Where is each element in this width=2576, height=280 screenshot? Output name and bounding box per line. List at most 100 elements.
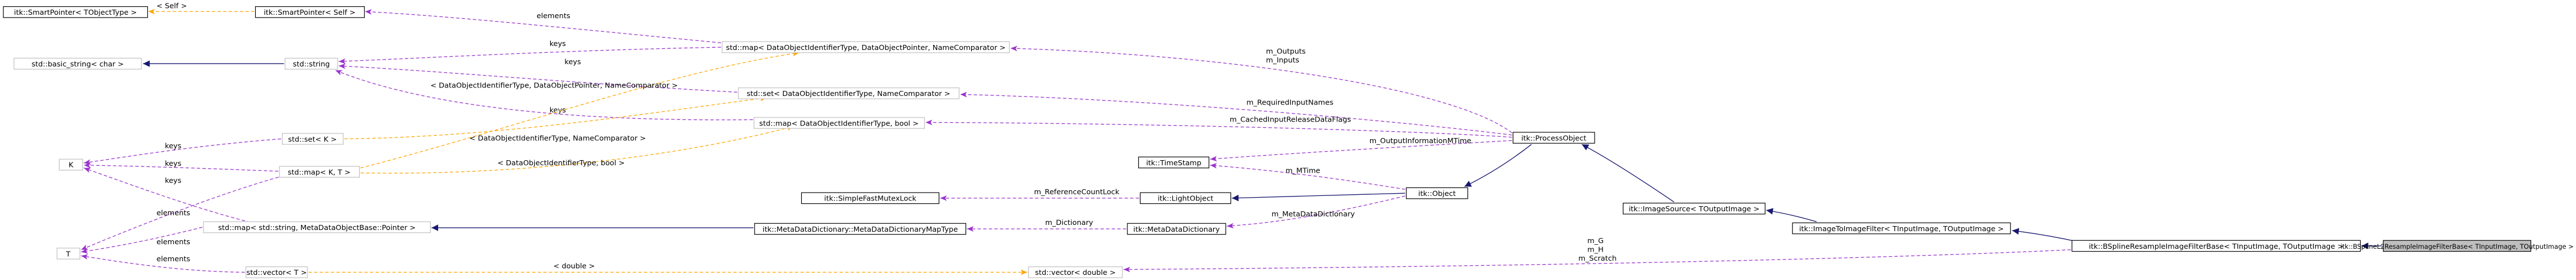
svg-text:std::string: std::string <box>293 60 330 68</box>
node-smartpointer-tobjecttype[interactable]: itk::SmartPointer< TObjectType > <box>3 6 148 18</box>
edge-label-elements-2: elements <box>156 237 190 246</box>
svg-text:std::set< K >: std::set< K > <box>288 135 337 143</box>
edge-cached-input-release-flags <box>925 119 1512 138</box>
edge-label-double: < double > <box>554 262 595 270</box>
svg-text:itk::TimeStamp: itk::TimeStamp <box>1146 158 1201 167</box>
edge-output-information-mtime <box>1210 140 1512 162</box>
svg-text:itk::SimpleFastMutexLock: itk::SimpleFastMutexLock <box>824 194 917 203</box>
node-map-dataobject-pointer[interactable]: std::map< DataObjectIdentifierType, Data… <box>722 41 1010 53</box>
edge-elements-vector-t <box>81 254 245 273</box>
node-map-string-metadata[interactable]: std::map< std::string, MetaDataObjectBas… <box>203 221 431 233</box>
node-basic-string[interactable]: std::basic_string< char > <box>13 57 142 70</box>
edge-keys-set-k <box>84 138 281 165</box>
edge-m-g-h-scratch <box>1123 249 2071 273</box>
node-t[interactable]: T <box>56 248 81 260</box>
svg-text:itk::BSplineResampleImageFilte: itk::BSplineResampleImageFilterBase< TIn… <box>2089 242 2344 250</box>
edge-object-inherits-lightobject <box>1231 193 1405 202</box>
edge-keys-map-k <box>84 162 278 172</box>
svg-text:std::map< K, T >: std::map< K, T > <box>288 168 351 176</box>
nodes: itk::SmartPointer< TObjectType > itk::Sm… <box>3 6 2574 278</box>
node-time-stamp[interactable]: itk::TimeStamp <box>1138 156 1210 169</box>
node-bspline-resample-base[interactable]: itk::BSplineResampleImageFilterBase< TIn… <box>2071 240 2361 252</box>
node-map-dataobject-bool[interactable]: std::map< DataObjectIdentifierType, bool… <box>754 117 925 129</box>
edge-label-m-inputs: m_Inputs <box>1266 56 1300 64</box>
edge-label-elements-1: elements <box>156 208 190 217</box>
node-std-set-k[interactable]: std::set< K > <box>282 133 344 145</box>
svg-text:itk::ProcessObject: itk::ProcessObject <box>1521 134 1587 143</box>
edge-outputs-inputs <box>1010 45 1512 133</box>
node-std-string[interactable]: std::string <box>285 57 338 70</box>
node-process-object[interactable]: itk::ProcessObject <box>1512 132 1595 144</box>
node-std-vector-t[interactable]: std::vector< T > <box>245 266 308 278</box>
svg-text:itk::SmartPointer< TObjectType: itk::SmartPointer< TObjectType > <box>14 8 137 16</box>
edge-required-input-names <box>960 91 1512 136</box>
edge-elements-map-string-t <box>81 227 203 254</box>
svg-text:itk::MetaDataDictionary::MetaD: itk::MetaDataDictionary::MetaDataDiction… <box>763 225 958 233</box>
edge-label-reference-count-lock: m_ReferenceCountLock <box>1034 187 1120 196</box>
node-metadata-dictionary-map-type[interactable]: itk::MetaDataDictionary::MetaDataDiction… <box>754 223 967 235</box>
edge-keys-map-bool-string <box>335 70 753 120</box>
svg-text:std::map< DataObjectIdentifier: std::map< DataObjectIdentifierType, bool… <box>759 119 919 127</box>
node-image-source[interactable]: itk::ImageSource< TOutputImage > <box>1622 202 1766 215</box>
edge-label-template-map-pointer: < DataObjectIdentifierType, DataObjectPo… <box>430 81 677 90</box>
edge-label-keys-4: keys <box>165 141 181 150</box>
edge-label-keys-1: keys <box>550 39 566 48</box>
edge-label-cached-input-release-flags: m_CachedInputReleaseDataFlags <box>1230 115 1351 124</box>
edge-label-m-h: m_H <box>1587 245 1603 254</box>
edge-elements-smartpointer <box>365 9 721 44</box>
edge-label-keys-5: keys <box>165 159 181 168</box>
edge-label-m-metadata-dictionary: m_MetaDataDictionary <box>1272 210 1355 218</box>
svg-text:itk::MetaDataDictionary: itk::MetaDataDictionary <box>1133 225 1220 233</box>
svg-text:std::set< DataObjectIdentifier: std::set< DataObjectIdentifierType, Name… <box>747 89 950 98</box>
svg-text:itk::ImageSource< TOutputImage: itk::ImageSource< TOutputImage > <box>1629 204 1759 213</box>
svg-text:itk::Object: itk::Object <box>1418 189 1456 198</box>
node-object[interactable]: itk::Object <box>1406 187 1468 199</box>
edge-label-m-dictionary: m_Dictionary <box>1045 218 1093 227</box>
edge-keys-map-pointer-string <box>339 47 721 64</box>
svg-text:itk::LightObject: itk::LightObject <box>1158 194 1213 203</box>
svg-text:std::map< DataObjectIdentifier: std::map< DataObjectIdentifierType, Data… <box>726 43 1005 52</box>
svg-text:std::vector< T >: std::vector< T > <box>247 268 307 277</box>
node-k[interactable]: K <box>59 158 84 171</box>
edge-label-required-input-names: m_RequiredInputNames <box>1246 98 1333 107</box>
svg-text:K: K <box>69 161 74 169</box>
edge-bspline-base-inherits-imagetoimage <box>2012 228 2079 243</box>
svg-text:std::basic_string< char >: std::basic_string< char > <box>32 60 124 68</box>
edge-label-keys-2: keys <box>564 57 581 66</box>
edge-imagesource-inherits-processobject <box>1582 144 1675 203</box>
edge-label-self: < Self > <box>156 2 187 10</box>
node-bspline-l2-resample-base[interactable]: itk::BSplineL2ResampleImageFilterBase< T… <box>2341 240 2574 252</box>
svg-text:std::map< std::string, MetaDat: std::map< std::string, MetaDataObjectBas… <box>218 223 416 232</box>
edge-m-mtime <box>1210 162 1405 190</box>
edge-keys-set-string <box>339 63 738 93</box>
edge-label-output-information-mtime: m_OutputInformationMTime <box>1370 136 1472 145</box>
node-image-to-image-filter[interactable]: itk::ImageToImageFilter< TInputImage, TO… <box>1792 222 2011 235</box>
edge-label-m-mtime: m_MTime <box>1285 166 1320 175</box>
edge-m-metadata-dictionary <box>1226 195 1405 229</box>
node-light-object[interactable]: itk::LightObject <box>1139 192 1231 204</box>
edge-processobject-inherits-object <box>1464 144 1532 187</box>
edge-template-map-bool <box>360 125 794 174</box>
node-vector-double[interactable]: std::vector< double > <box>1028 266 1123 278</box>
edge-keys-map-string-k <box>84 168 251 223</box>
node-simple-fast-mutex-lock[interactable]: itk::SimpleFastMutexLock <box>801 192 939 204</box>
edge-imagetoimage-inherits-imagesource <box>1766 208 1817 223</box>
node-smartpointer-self[interactable]: itk::SmartPointer< Self > <box>255 6 365 18</box>
node-set-dataobject-identifier[interactable]: std::set< DataObjectIdentifierType, Name… <box>738 87 960 99</box>
edge-label-keys-3: keys <box>550 106 566 114</box>
edge-label-m-scratch: m_Scratch <box>1579 254 1617 262</box>
edge-label-keys-6: keys <box>165 176 181 185</box>
edge-label-elements-smartpointer: elements <box>536 11 570 20</box>
svg-text:itk::SmartPointer< Self >: itk::SmartPointer< Self > <box>264 8 355 16</box>
edge-template-map-pointer <box>360 51 800 169</box>
edge-label-elements-3: elements <box>156 254 190 263</box>
edge-label-m-outputs: m_Outputs <box>1266 47 1306 56</box>
edge-label-template-map-bool: < DataObjectIdentifierType, bool > <box>497 158 625 167</box>
svg-text:std::vector< double >: std::vector< double > <box>1035 268 1116 277</box>
edges: < Self > elements keys keys keys m_Outpu… <box>81 2 2382 275</box>
node-std-map-kt[interactable]: std::map< K, T > <box>279 166 360 178</box>
svg-text:itk::BSplineL2ResampleImageFil: itk::BSplineL2ResampleImageFilterBase< T… <box>2341 243 2574 250</box>
svg-text:itk::ImageToImageFilter< TInpu: itk::ImageToImageFilter< TInputImage, TO… <box>1799 224 2004 233</box>
node-metadata-dictionary[interactable]: itk::MetaDataDictionary <box>1127 223 1226 235</box>
